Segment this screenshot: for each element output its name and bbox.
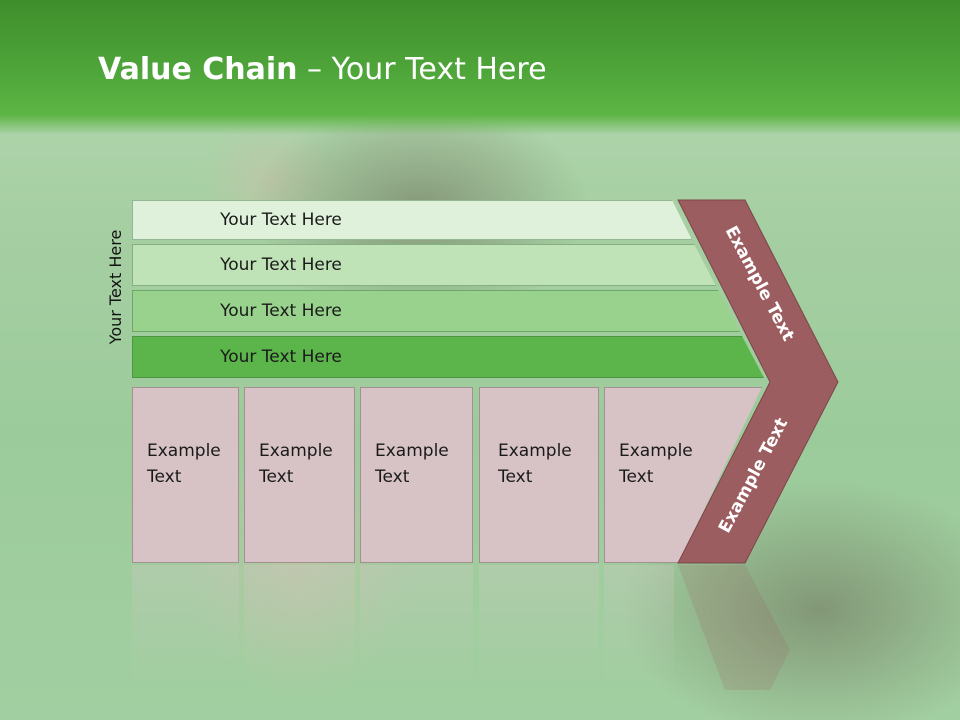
header-band <box>0 0 960 135</box>
chain-bar-label: Your Text Here <box>220 301 342 321</box>
chain-bar-2: Your Text Here <box>132 244 716 286</box>
chain-bar-label: Your Text Here <box>220 210 342 230</box>
activity-box-line1: Example <box>375 441 449 461</box>
activity-box-line1: Example <box>147 441 221 461</box>
activity-box-line2: Text <box>498 467 533 487</box>
activity-box-line1: Example <box>259 441 333 461</box>
title-rest: – Your Text Here <box>297 52 547 87</box>
chevron-reflection <box>678 565 790 690</box>
chain-bar-label: Your Text Here <box>220 255 342 275</box>
chain-bar-label: Your Text Here <box>220 347 342 367</box>
chain-bar-3: Your Text Here <box>132 290 740 332</box>
activity-box-line1: Example <box>619 441 693 461</box>
activity-box-line2: Text <box>259 467 294 487</box>
activity-box-line2: Text <box>147 467 182 487</box>
activity-box-line1: Example <box>498 441 572 461</box>
chain-bar-4: Your Text Here <box>132 336 764 378</box>
activity-box-line2: Text <box>619 467 654 487</box>
activity-box-1: Example Text <box>132 387 239 563</box>
title-bold: Value Chain <box>98 52 298 87</box>
chevron-shape <box>677 199 839 564</box>
activity-box-3: Example Text <box>360 387 473 563</box>
activity-box-2: Example Text <box>244 387 355 563</box>
page-title: Value Chain – Your Text Here <box>98 52 547 87</box>
activity-box-4: Example Text <box>479 387 599 563</box>
activity-box-line2: Text <box>375 467 410 487</box>
chain-bar-1: Your Text Here <box>132 200 692 240</box>
